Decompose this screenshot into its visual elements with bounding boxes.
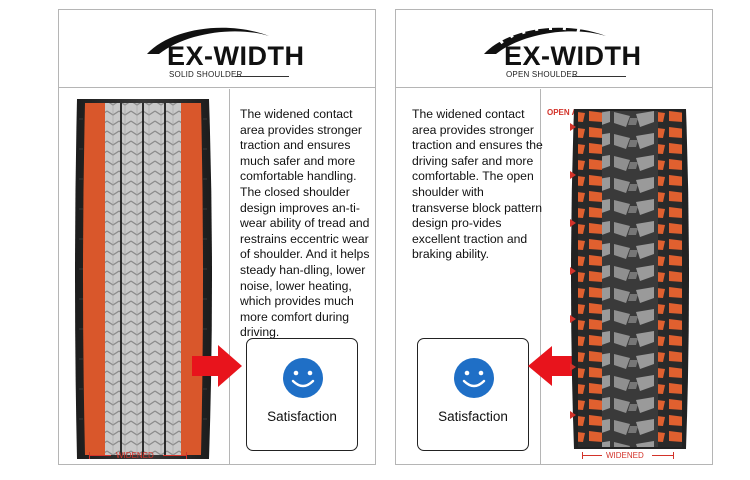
widened-right-bar xyxy=(652,455,674,456)
smiley-face-icon xyxy=(283,358,323,398)
subtitle-underline xyxy=(572,76,626,77)
widened-right-tick xyxy=(186,452,187,459)
brand-title: EX-WIDTH xyxy=(167,41,305,71)
solid-shoulder-panel: EX-WIDTH SOLID SHOULDER xyxy=(58,9,376,465)
panel-divider xyxy=(229,89,230,464)
pointer-arrow-icon xyxy=(192,345,242,387)
widened-label: WIDENED xyxy=(116,451,154,460)
satisfaction-label: Satisfaction xyxy=(438,409,508,424)
open-area-label: OPEN AREA xyxy=(547,108,595,117)
widened-right-tick xyxy=(673,452,674,459)
widened-label: WIDENED xyxy=(606,451,644,460)
panel-divider xyxy=(540,89,541,464)
satisfaction-label: Satisfaction xyxy=(267,409,337,424)
panel-body: The widened contact area provides strong… xyxy=(396,89,712,464)
brand-arc-logo xyxy=(484,25,606,54)
feature-description: The widened contact area provides strong… xyxy=(412,107,543,262)
satisfaction-card: Satisfaction xyxy=(417,338,529,451)
smiley-face-icon xyxy=(454,358,494,398)
brand-arc-logo xyxy=(147,27,269,54)
brand-subtitle: OPEN SHOULDER xyxy=(506,70,578,79)
widened-left-bar xyxy=(582,455,602,456)
panel-header: EX-WIDTH SOLID SHOULDER xyxy=(59,10,375,88)
subtitle-underline xyxy=(235,76,289,77)
panel-header: EX-WIDTH OPEN SHOULDER xyxy=(396,10,712,88)
open-shoulder-panel: EX-WIDTH OPEN SHOULDER The widened conta… xyxy=(395,9,713,465)
satisfaction-card: Satisfaction xyxy=(246,338,358,451)
pointer-arrow-icon xyxy=(528,346,576,386)
open-shoulder-tire-image xyxy=(570,109,689,449)
widened-right-bar xyxy=(163,455,187,456)
panel-body: WIDENED The widened contact area provide… xyxy=(59,89,375,464)
widened-left-bar xyxy=(89,455,111,456)
feature-description: The widened contact area provides strong… xyxy=(240,107,370,340)
brand-title: EX-WIDTH xyxy=(504,41,642,71)
brand-subtitle: SOLID SHOULDER xyxy=(169,70,243,79)
solid-shoulder-tire-image xyxy=(75,99,212,459)
